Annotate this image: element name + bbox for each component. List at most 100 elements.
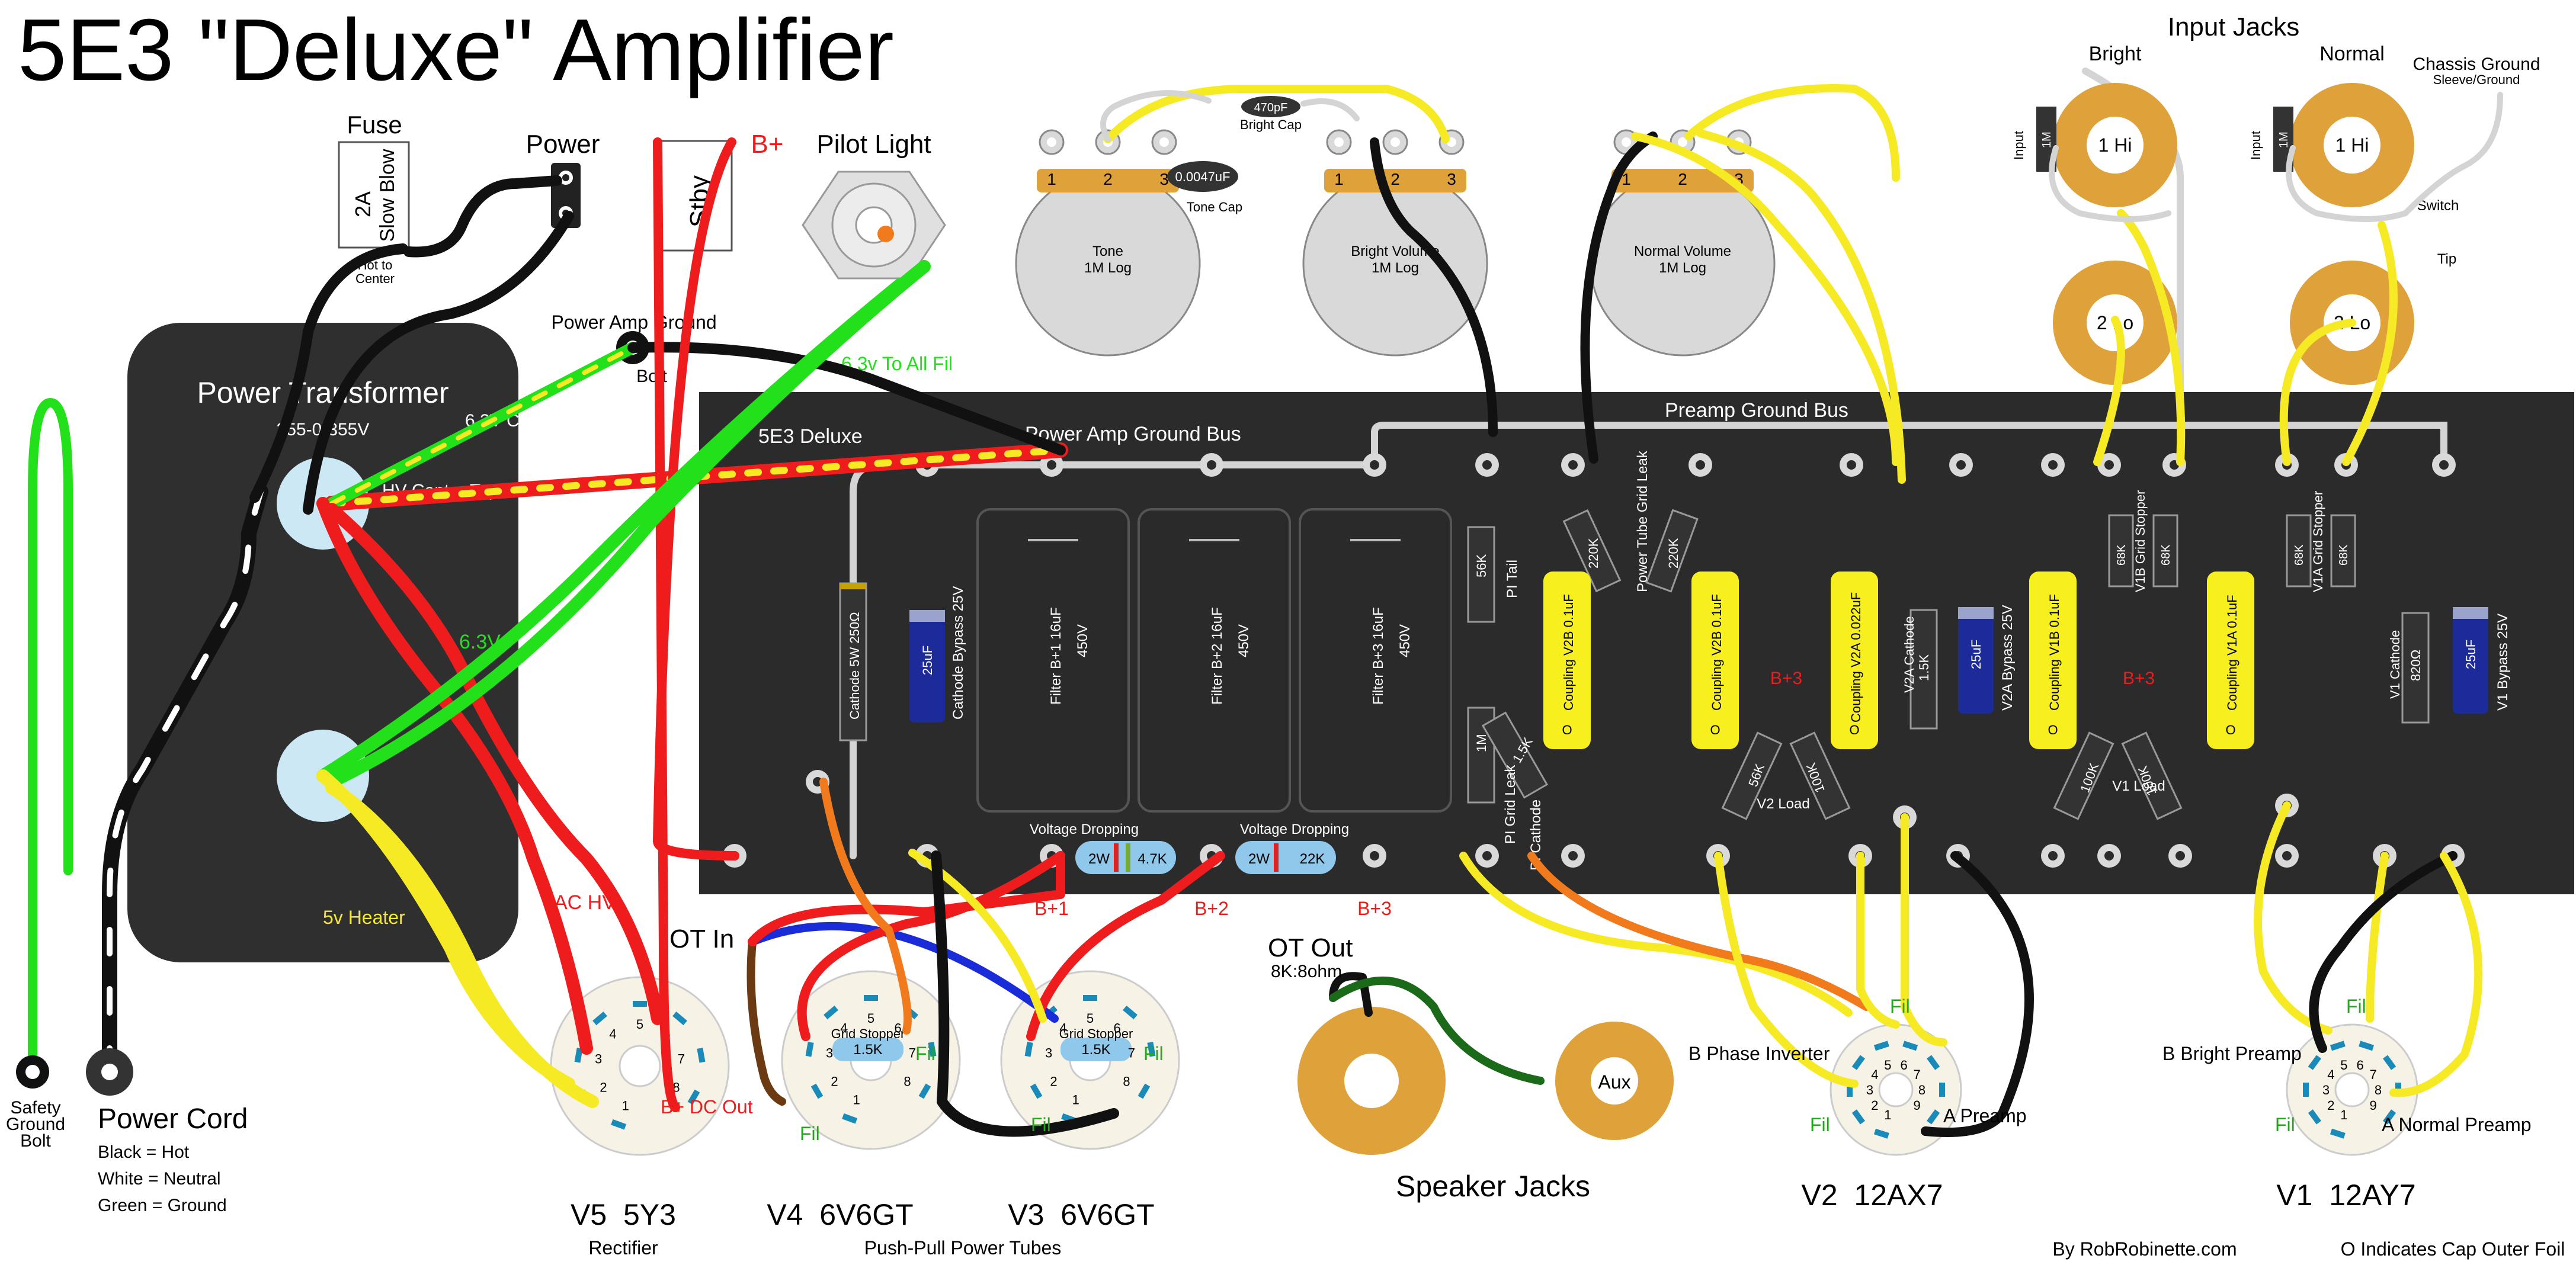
normal-input-label: Input — [2248, 131, 2263, 160]
coupling-cap-1-label: Coupling V2B 0.1uF — [1561, 594, 1576, 711]
socket-pin-number: 1 — [853, 1093, 860, 1107]
v1-fil-top: Fil — [2346, 996, 2366, 1017]
v4-grid-stopper-value: 1.5K — [853, 1042, 882, 1058]
page-title: 5E3 "Deluxe" Amplifier — [18, 1, 894, 99]
coupling-cap-3-label: Coupling V2A 0.022uF — [1848, 592, 1863, 723]
eyelet-top-9 — [2041, 453, 2065, 477]
pot-lug-number: 1 — [1334, 170, 1344, 188]
socket-1-pin-1: 1 — [842, 1093, 860, 1124]
tone-cap-value: 0.0047uF — [1175, 169, 1231, 184]
pot-lug-number: 3 — [1447, 170, 1456, 188]
dropping-r2-value: 22K — [1300, 851, 1325, 867]
socket-4-pin-9: 9 — [2369, 1098, 2396, 1125]
v1b-grid-stopper-label: V1B Grid Stopper — [2133, 490, 2148, 592]
r-68k-v1a-a: 68K — [2293, 544, 2306, 566]
socket-pin-number: 3 — [595, 1052, 602, 1067]
b2-label: B+2 — [1194, 898, 1229, 919]
coupling-cap-2 — [1691, 572, 1739, 749]
socket-3-pin-7: 7 — [1913, 1055, 1940, 1082]
v3-grid-stopper-label: Grid Stopper — [1059, 1026, 1133, 1041]
bright-cap — [1241, 96, 1300, 117]
socket-pin-number: 6 — [1114, 1021, 1121, 1036]
r-68k-v1a-b: 68K — [2337, 544, 2350, 566]
socket-1-pin-3: 3 — [805, 1042, 833, 1061]
socket-2-pin-5: 5 — [1083, 995, 1097, 1026]
eyelet-top-2 — [1200, 453, 1223, 477]
socket-4-pin-2: 2 — [2308, 1098, 2335, 1125]
socket-pin-number: 2 — [1050, 1074, 1057, 1089]
speaker-jacks: Aux Speaker Jacks — [1297, 1007, 1674, 1203]
bright-input-label: Input — [2011, 131, 2026, 160]
pot-lug-0-2: 3 — [1151, 129, 1177, 188]
tube-v3-name: V3 6V6GT — [1008, 1198, 1154, 1231]
v3-grid-stopper-value: 1.5K — [1081, 1042, 1110, 1058]
fuse-label: Fuse — [347, 111, 402, 139]
fuse-holder — [338, 141, 410, 249]
cord-green-label: Green = Ground — [98, 1196, 227, 1215]
bypass-25uf-label: 25uF — [920, 646, 935, 675]
socket-pin-number: 1 — [1072, 1093, 1079, 1107]
r-220k-a: 220K — [1586, 538, 1601, 569]
tube-v5-sub: Rectifier — [588, 1237, 658, 1258]
pot-lug-number: 2 — [1678, 170, 1687, 188]
eyelet-bottom-12 — [2168, 844, 2192, 868]
author-credit: By RobRobinette.com — [2052, 1238, 2237, 1260]
overlay-labels: AC HV B+ DC Out OT In B+1 B+2 B+3 OT Out… — [6, 891, 2565, 1260]
socket-pin-number: 7 — [1128, 1046, 1135, 1061]
tube-v1-name: V1 12AY7 — [2276, 1179, 2415, 1212]
b3-label: B+3 — [1357, 898, 1392, 919]
coupling-cap-4 — [2029, 572, 2077, 749]
socket-pin-number: 9 — [1913, 1098, 1920, 1113]
switch-label: Switch — [2417, 198, 2459, 214]
ot-impedance-label: 8K:8ohm — [1271, 962, 1342, 981]
socket-1-pin-8: 8 — [903, 1074, 931, 1099]
socket-4-pin-5: 5 — [2330, 1041, 2348, 1073]
filter-cap-2 — [1138, 508, 1291, 813]
eyelet-top-3 — [1363, 453, 1386, 477]
socket-pin-number: 2 — [600, 1080, 607, 1095]
socket-pin-number: 4 — [609, 1027, 616, 1042]
filter-cap-3-voltage: 450V — [1397, 624, 1413, 657]
coupling-cap-2-label: Coupling V2B 0.1uF — [1709, 594, 1724, 711]
tone-cap — [1167, 161, 1238, 192]
tip-label: Tip — [2437, 251, 2456, 267]
socket-pin-number: 1 — [2340, 1107, 2347, 1122]
dropping-r1-value: 4.7K — [1138, 851, 1167, 867]
pot-lug-number: 1 — [1047, 170, 1056, 188]
socket-pin-number: 9 — [2369, 1098, 2376, 1113]
eyelet-top-7 — [1840, 453, 1863, 477]
eyelet-bottom-11 — [2097, 844, 2121, 868]
dropping-r1-watt: 2W — [1088, 851, 1110, 867]
voltage-dropping-label-2: Voltage Dropping — [1240, 821, 1349, 837]
v3-fil-bottom: Fil — [1031, 1114, 1051, 1135]
socket-2-pin-7: 7 — [1128, 1042, 1156, 1061]
cord-white-label: White = Neutral — [98, 1169, 221, 1189]
bright-cap-label: Bright Cap — [1240, 117, 1302, 132]
socket-0-pin-5: 5 — [633, 1001, 647, 1032]
power-cord-label: Power Cord — [98, 1103, 248, 1135]
socket-pin-number: 5 — [867, 1011, 874, 1026]
load-resistors: 56K 100K V2 Load B+3 100K 100K V1 Load B… — [1721, 669, 2183, 820]
power-tube-cathode-parts: Cathode 5W 250Ω 25uF Cathode Bypass 25V — [839, 582, 966, 741]
socket-1-pin-5: 5 — [864, 995, 878, 1026]
socket-2-pin-8: 8 — [1123, 1074, 1151, 1099]
b-bright-preamp-label: B Bright Preamp — [2162, 1043, 2302, 1064]
aux-label: Aux — [1598, 1071, 1630, 1093]
tube-v2-name: V2 12AX7 — [1801, 1179, 1943, 1212]
bright-hi-label: 1 Hi — [2098, 134, 2132, 156]
socket-3-pin-8: 8 — [1918, 1083, 1945, 1097]
bright-volume-pot-value: 1M Log — [1372, 260, 1419, 276]
cap-o-3: O — [1849, 723, 1859, 737]
v4-grid-stopper-label: Grid Stopper — [831, 1026, 905, 1041]
power-transformer-body — [127, 323, 518, 962]
socket-pin-number: 3 — [1866, 1083, 1873, 1097]
eyelet-bottom-13 — [2275, 844, 2299, 868]
coupling-caps: Coupling V2B 0.1uF Coupling V2B 0.1uF Co… — [1543, 572, 2254, 749]
tone-cap-label: Tone Cap — [1187, 200, 1242, 214]
socket-pin-number: 8 — [1123, 1074, 1130, 1089]
pi-grid-leak-label: PI Grid Leak — [1502, 765, 1518, 844]
ac-hv-label: AC HV — [554, 891, 616, 914]
socket-pin-number: 3 — [2322, 1083, 2330, 1097]
ot-in-label: OT In — [669, 924, 734, 953]
